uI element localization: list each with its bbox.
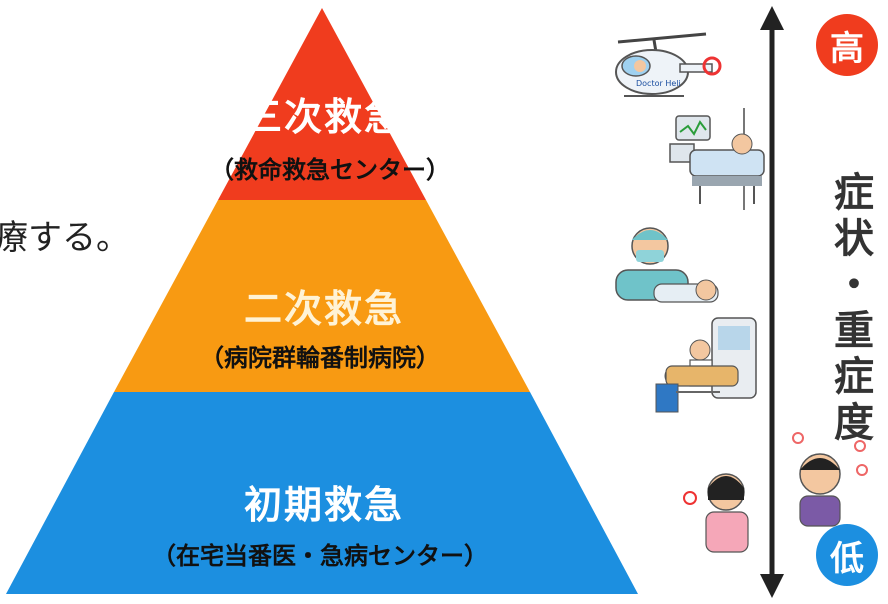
axis-char: 度 [834,400,874,446]
tier-secondary-subtitle: （病院群輪番制病院） [200,344,440,372]
axis-char: 症 [834,170,874,216]
icu-bed-patient-icon [669,108,765,210]
tier-secondary-title: 二次救急 [243,287,404,331]
tier-secondary-shape [114,200,530,392]
tier-tertiary-shape [218,8,426,200]
doctor-helicopter-icon: Doctor Heli [615,32,722,97]
ambulance-stretcher-icon [655,317,757,413]
tier-primary-subtitle: （在宅当番医・急病センター） [152,542,488,570]
severity-low-badge: 低 [816,524,878,586]
tier-tertiary-title: 三次救急 [243,95,404,139]
axis-char: 状 [834,216,874,262]
severity-high-badge: 高 [816,14,878,76]
tier-primary-title: 初期救急 [243,483,404,527]
tier-primary-shape [6,392,638,594]
severity-arrow [760,6,784,598]
background-text-line1: 療する。 [0,218,130,258]
tier-tertiary-subtitle: （救命救急センター） [210,156,450,184]
axis-char: 症 [834,354,874,400]
background-text-line2: 。 [0,318,20,367]
axis-char: 重 [834,308,874,354]
sick-people-icon [683,432,868,553]
axis-char: ・ [834,262,874,308]
helicopter-label: Doctor Heli [636,79,681,88]
surgery-icon [615,227,719,303]
severity-axis-label: 症 状 ・ 重 症 度 [832,170,876,446]
